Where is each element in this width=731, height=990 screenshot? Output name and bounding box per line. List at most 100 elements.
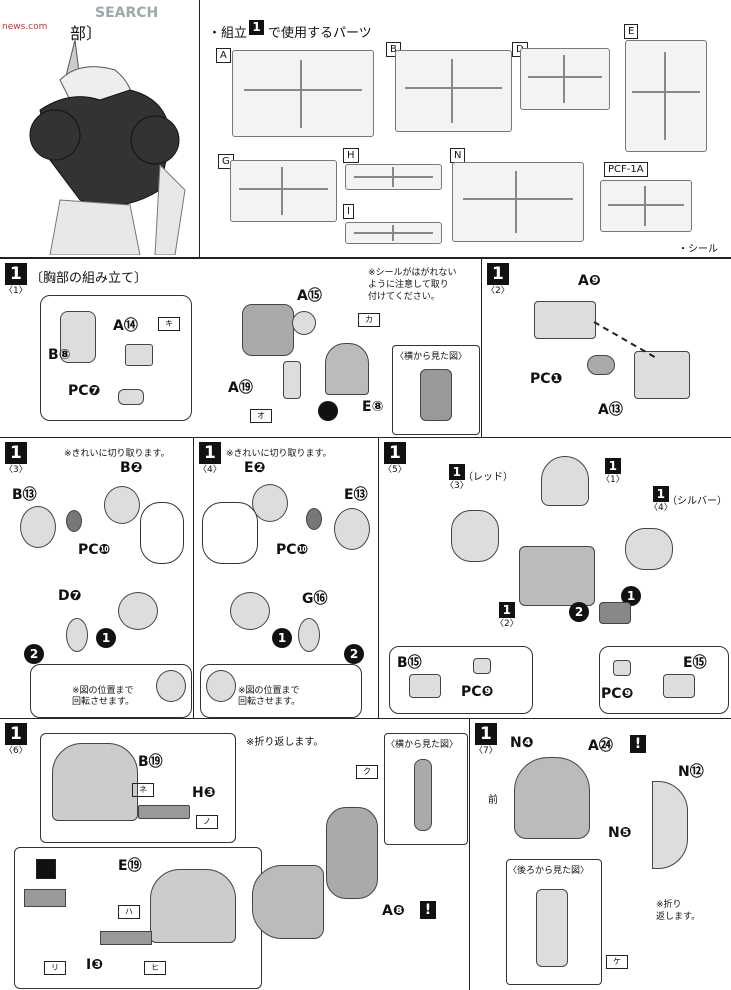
label-a14: A⑭ bbox=[113, 318, 138, 334]
runner-label-h: H bbox=[343, 148, 359, 163]
order-2-5: 2 bbox=[569, 602, 589, 622]
label-a19: A⑲ bbox=[228, 380, 253, 396]
runner-b bbox=[395, 50, 512, 132]
bell-part bbox=[541, 456, 589, 506]
sticker-ne: ネ bbox=[132, 783, 154, 797]
label-e15: E⑮ bbox=[683, 655, 707, 671]
step-1-3-note2: ※図の位置まで 回転させます。 bbox=[72, 686, 135, 707]
sticker-round-icon bbox=[318, 401, 338, 421]
sticker-icon bbox=[36, 859, 56, 879]
step-1-3-note: ※きれいに切り取ります。 bbox=[64, 449, 170, 459]
runner-label-e: E bbox=[624, 24, 639, 39]
part-pc10-4 bbox=[306, 508, 322, 530]
part-e13 bbox=[334, 508, 370, 550]
label-pc10: PC❿ bbox=[78, 542, 111, 558]
label-pc10-4: PC❿ bbox=[276, 542, 309, 558]
chest-figure-illustration bbox=[29, 40, 186, 255]
runner-d bbox=[520, 48, 610, 110]
part-pc7 bbox=[118, 389, 144, 405]
part-a14 bbox=[125, 344, 153, 366]
label-a9: A❾ bbox=[578, 273, 601, 289]
sticker-ke: ケ bbox=[606, 955, 628, 969]
side-view-label: 〈横から見た図〉 bbox=[395, 352, 468, 362]
side-view-6-label: 〈横から見た図〉 bbox=[386, 740, 459, 750]
runner-h bbox=[345, 164, 442, 190]
label-pc9-left: PC❾ bbox=[461, 684, 494, 700]
label-n5: N❺ bbox=[608, 825, 632, 841]
front-label: 前 bbox=[488, 795, 498, 806]
label-g16: G⑯ bbox=[302, 591, 328, 607]
back-view-label: 〈後ろから見た図〉 bbox=[508, 866, 590, 876]
label-b2: B❷ bbox=[120, 460, 143, 476]
part-e2-rotated bbox=[230, 592, 270, 630]
center-body bbox=[519, 546, 595, 606]
label-e19: E⑲ bbox=[118, 858, 142, 874]
parts-title-prefix: ・組立 bbox=[208, 26, 248, 41]
step-1-3-badge: 1〈3〉 bbox=[4, 442, 28, 475]
label-b8: B⑧ bbox=[48, 347, 71, 363]
parts-panel: ・組立 1 で使用するパーツ A B D E G H N PCF-1A I ・シ… bbox=[199, 0, 731, 258]
red-part bbox=[451, 510, 499, 562]
sticker-ha: ハ bbox=[118, 905, 140, 919]
sticker-note: ・シール bbox=[678, 244, 718, 255]
step-1-1-title: 〔胸部の組み立て〕 bbox=[30, 271, 148, 286]
order-2-4: 2 bbox=[344, 644, 364, 664]
part-e15 bbox=[663, 674, 695, 698]
runner-label-pcf1a: PCF-1A bbox=[604, 162, 648, 177]
part-e2 bbox=[252, 484, 288, 522]
order-2: 2 bbox=[24, 644, 44, 664]
ref-step-3: 1〈3〉 bbox=[445, 464, 469, 491]
part-b8 bbox=[60, 311, 96, 363]
caution-icon: ! bbox=[420, 901, 436, 919]
runner-pcf1a bbox=[600, 180, 692, 232]
sticker-ka: カ bbox=[358, 313, 380, 327]
ref-step-2: 1〈2〉 bbox=[495, 602, 519, 629]
sticker-no: ノ bbox=[196, 815, 218, 829]
label-n4: N❹ bbox=[510, 735, 534, 751]
label-d7: D❼ bbox=[58, 588, 82, 604]
side-view-6-part bbox=[414, 759, 432, 831]
parts-title-step: 1 bbox=[249, 20, 264, 35]
part-b2-rotated bbox=[118, 592, 158, 630]
runner-label-a: A bbox=[216, 48, 231, 63]
part-pc9-left bbox=[473, 658, 491, 674]
label-pc1: PC❶ bbox=[530, 371, 563, 387]
ref-step-1: 1〈1〉 bbox=[601, 458, 625, 485]
label-b19: B⑲ bbox=[138, 754, 163, 770]
silver-part bbox=[625, 528, 673, 570]
part-e19 bbox=[150, 869, 236, 943]
rotated-result-4 bbox=[206, 670, 236, 702]
step-1-4-note: ※きれいに切り取ります。 bbox=[226, 449, 332, 459]
runner-g bbox=[230, 160, 337, 222]
step-1-6-badge: 1〈6〉 bbox=[4, 723, 28, 756]
order-1-4: 1 bbox=[272, 628, 292, 648]
part-a15 bbox=[292, 311, 316, 335]
sticker-ri: リ bbox=[44, 961, 66, 975]
part-a8 bbox=[326, 807, 378, 899]
label-b13: B⑬ bbox=[12, 487, 37, 503]
sticker-hi: ヒ bbox=[144, 961, 166, 975]
back-view-part bbox=[536, 889, 568, 967]
assembly-line bbox=[593, 321, 656, 358]
step-1-1-note: ※シールがはがれない ように注意して取り 付けてください。 bbox=[368, 268, 457, 302]
ref-step-4: 1〈4〉 bbox=[649, 486, 673, 513]
sticker-ki: キ bbox=[158, 317, 180, 331]
label-pc9-right: PC❾ bbox=[601, 686, 634, 702]
step-1-3-panel: 1〈3〉 ※きれいに切り取ります。 B❷ B⑬ PC❿ D❼ 1 2 ※図の位置… bbox=[0, 437, 194, 719]
order-1-5: 1 bbox=[621, 586, 641, 606]
part-n12 bbox=[652, 781, 688, 869]
step-1-7-panel: 1〈7〉 N❹ A㉔ ! N⑫ 前 N❺ 〈後ろから見た図〉 ※折り 返します。… bbox=[469, 718, 731, 990]
label-e2: E❷ bbox=[244, 460, 266, 476]
label-n12: N⑫ bbox=[678, 764, 704, 780]
header-figure-frame: SEARCH news.com 部〕 bbox=[0, 0, 200, 258]
part-pc10 bbox=[66, 510, 82, 532]
part-b13 bbox=[20, 506, 56, 548]
assembled-chest bbox=[252, 865, 324, 939]
label-e13: E⑬ bbox=[344, 487, 368, 503]
label-i3: I❸ bbox=[86, 957, 104, 973]
part-chest-assembly bbox=[242, 304, 294, 356]
step-1-3-detail bbox=[140, 502, 184, 564]
step-1-5-badge: 1〈5〉 bbox=[383, 442, 407, 475]
caution-icon-7: ! bbox=[630, 735, 646, 753]
runner-n bbox=[452, 162, 584, 242]
